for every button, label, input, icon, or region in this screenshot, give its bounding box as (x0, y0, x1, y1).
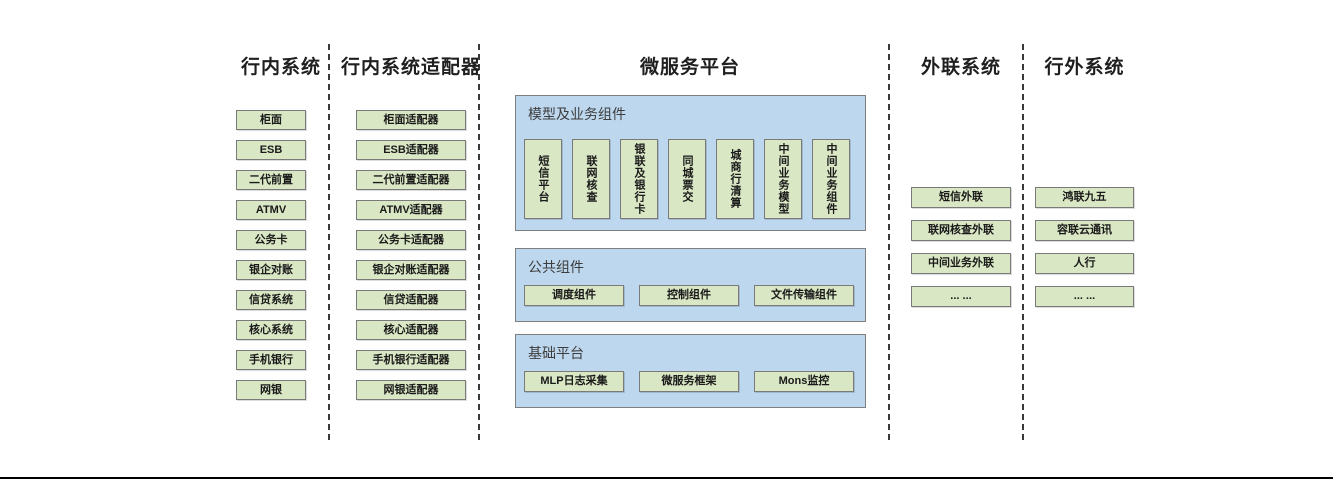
node-public-components-3[interactable]: 文件传输组件 (754, 285, 854, 306)
node-external-link-systems-3[interactable]: 中间业务外联 (911, 253, 1011, 274)
node-external-link-systems-4[interactable]: ... ... (911, 286, 1011, 307)
node-public-components-2[interactable]: 控制组件 (639, 285, 739, 306)
column-title-external-link-systems: 外联系统 (920, 57, 1001, 78)
node-internal-systems-8[interactable]: 核心系统 (236, 320, 306, 340)
node-model-business-components-1[interactable]: 短信平台 (524, 139, 562, 219)
node-internal-system-adapters-8[interactable]: 核心适配器 (356, 320, 466, 340)
node-internal-systems-9[interactable]: 手机银行 (236, 350, 306, 370)
node-base-platform-1[interactable]: MLP日志采集 (524, 371, 624, 392)
node-outside-bank-systems-1[interactable]: 鸿联九五 (1035, 187, 1134, 208)
node-internal-system-adapters-3[interactable]: 二代前置适配器 (356, 170, 466, 190)
column-title-microservice-platform: 微服务平台 (639, 57, 740, 78)
node-model-business-components-5[interactable]: 城商行清算 (716, 139, 754, 219)
node-external-link-systems-2[interactable]: 联网核查外联 (911, 220, 1011, 241)
node-model-business-components-4[interactable]: 同城票交 (668, 139, 706, 219)
column-title-internal-systems: 行内系统 (240, 57, 321, 78)
node-internal-system-adapters-10[interactable]: 网银适配器 (356, 380, 466, 400)
node-internal-system-adapters-1[interactable]: 柜面适配器 (356, 110, 466, 130)
column-title-outside-bank-systems: 行外系统 (1044, 57, 1125, 78)
column-divider-1 (328, 44, 330, 440)
node-internal-systems-3[interactable]: 二代前置 (236, 170, 306, 190)
node-model-business-components-6[interactable]: 中间业务模型 (764, 139, 802, 219)
node-internal-systems-1[interactable]: 柜面 (236, 110, 306, 130)
node-internal-systems-5[interactable]: 公务卡 (236, 230, 306, 250)
node-model-business-components-3[interactable]: 银联及银行卡 (620, 139, 658, 219)
column-divider-4 (1022, 44, 1024, 440)
node-internal-system-adapters-4[interactable]: ATMV适配器 (356, 200, 466, 220)
node-outside-bank-systems-4[interactable]: ... ... (1035, 286, 1134, 307)
node-internal-systems-10[interactable]: 网银 (236, 380, 306, 400)
node-outside-bank-systems-2[interactable]: 容联云通讯 (1035, 220, 1134, 241)
node-internal-systems-7[interactable]: 信贷系统 (236, 290, 306, 310)
node-internal-system-adapters-5[interactable]: 公务卡适配器 (356, 230, 466, 250)
node-internal-system-adapters-6[interactable]: 银企对账适配器 (356, 260, 466, 280)
node-internal-systems-6[interactable]: 银企对账 (236, 260, 306, 280)
panel-title-public-components: 公共组件 (528, 259, 584, 275)
node-internal-system-adapters-7[interactable]: 信贷适配器 (356, 290, 466, 310)
node-outside-bank-systems-3[interactable]: 人行 (1035, 253, 1134, 274)
node-external-link-systems-1[interactable]: 短信外联 (911, 187, 1011, 208)
column-title-internal-system-adapters: 行内系统适配器 (341, 57, 482, 78)
node-public-components-1[interactable]: 调度组件 (524, 285, 624, 306)
node-base-platform-2[interactable]: 微服务框架 (639, 371, 739, 392)
bottom-rule (0, 477, 1333, 479)
node-model-business-components-7[interactable]: 中间业务组件 (812, 139, 850, 219)
node-model-business-components-2[interactable]: 联网核查 (572, 139, 610, 219)
node-internal-systems-2[interactable]: ESB (236, 140, 306, 160)
panel-title-base-platform: 基础平台 (528, 345, 584, 361)
column-divider-2 (478, 44, 480, 440)
panel-title-model-business-components: 模型及业务组件 (528, 106, 626, 122)
node-internal-systems-4[interactable]: ATMV (236, 200, 306, 220)
node-internal-system-adapters-9[interactable]: 手机银行适配器 (356, 350, 466, 370)
node-internal-system-adapters-2[interactable]: ESB适配器 (356, 140, 466, 160)
node-base-platform-3[interactable]: Mons监控 (754, 371, 854, 392)
column-divider-3 (888, 44, 890, 440)
